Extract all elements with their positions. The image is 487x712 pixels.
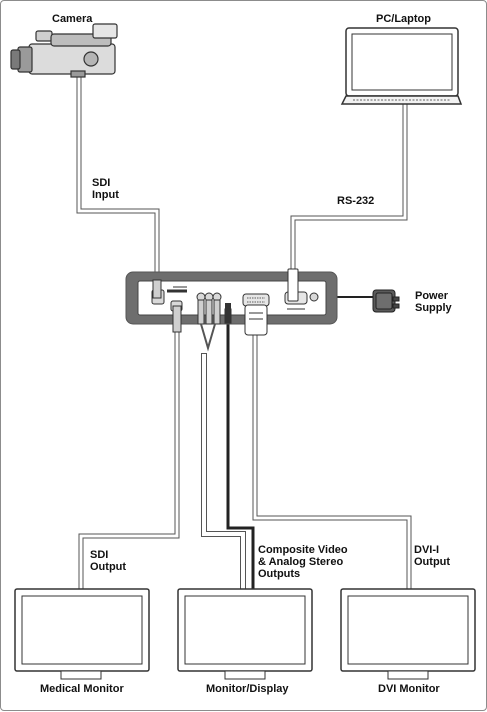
audio-cable [226,317,255,591]
medical-monitor-icon [14,588,150,680]
dvi-monitor-icon [340,588,476,680]
sdi-input-label-line1: SDI [92,177,111,189]
dvi-output-label-line1: DVI-I [414,544,440,556]
power-supply-icon [372,289,400,313]
sdi-input-label-line2: Input [92,189,119,201]
cables [76,73,412,592]
cable-connectors [152,268,299,352]
pc-laptop-label: PC/Laptop [376,13,431,25]
composite-label-line1: Composite Video [258,544,348,556]
laptop-icon [340,27,463,105]
power-label-line2: Supply [415,302,452,314]
dvi-monitor-label: DVI Monitor [378,683,440,695]
composite-cable [201,353,246,592]
dvi-output-label-line2: Output [414,556,451,568]
rs232-label: RS-232 [337,195,375,207]
monitor-display-icon [177,588,313,680]
monitor-display-label: Monitor/Display [206,683,289,695]
rs232-cable [290,101,408,276]
composite-label-line2: & Analog Stereo [258,556,344,568]
power-supply-label: Power Supply [415,290,452,314]
camera-label: Camera [52,13,93,25]
composite-label-line3: Outputs [258,568,301,580]
sdi-output-label: SDI Output [90,549,126,573]
sdi-output-label-line2: Output [90,561,127,573]
dvi-output-label: DVI-I Output [414,544,450,568]
power-label-line1: Power [415,290,449,302]
sdi-output-label-line1: SDI [90,549,109,561]
medical-monitor-label: Medical Monitor [40,683,124,695]
camera-icon [10,23,118,78]
composite-label: Composite Video & Analog Stereo Outputs [258,544,348,580]
sdi-input-label: SDI Input [92,177,119,201]
